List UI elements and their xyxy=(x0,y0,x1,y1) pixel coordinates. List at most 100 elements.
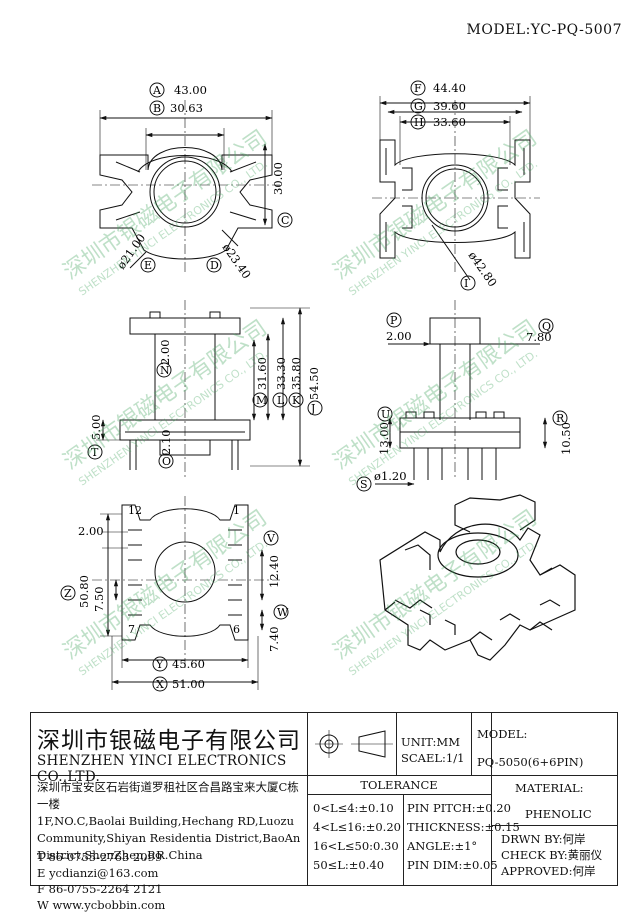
address-en-1: 1F,NO.C,Baolai Building,Hechang RD,Luozu xyxy=(37,814,294,828)
svg-text:Q: Q xyxy=(542,320,551,333)
company-name-en: SHENZHEN YINCI ELECTRONICS CO.,LTD. xyxy=(37,753,287,785)
dim-R: 10.50 xyxy=(559,422,573,455)
dim-V: 12.40 xyxy=(267,555,281,588)
top-view-right xyxy=(372,96,540,281)
dim-I: ø42.80 xyxy=(466,249,500,290)
svg-text:K: K xyxy=(292,394,301,407)
svg-text:S: S xyxy=(360,478,368,491)
contact-block: T 86-0755-2763 2099E ycdianzi@163.com F … xyxy=(37,850,166,912)
address-en-2: Community,Shiyan Residentia District,Bao… xyxy=(37,831,301,845)
address-cn: 深圳市宝安区石岩街道罗租社区合昌路宝来大厦C栋一楼 xyxy=(37,780,299,811)
dim-S: ø1.20 xyxy=(374,469,407,483)
svg-text:G: G xyxy=(414,100,423,113)
dim-X: 51.00 xyxy=(172,677,205,691)
fax: 86-0755-2264 2121 xyxy=(48,882,163,896)
dim-F: 44.40 xyxy=(433,81,466,95)
label-A: A xyxy=(152,84,162,97)
tel: 86-0755-2763 2099 xyxy=(48,850,163,864)
svg-text:Z: Z xyxy=(64,587,72,600)
svg-text:深圳市银磁电子有限公司: 深圳市银磁电子有限公司 xyxy=(329,126,542,285)
address-en-3: District,ShenZhen,P.R.China xyxy=(37,848,203,862)
label-E: E xyxy=(144,259,152,272)
svg-text:U: U xyxy=(381,408,390,421)
pin-7: 7 xyxy=(128,623,135,636)
dim-W: 7.40 xyxy=(267,626,281,652)
approved-by: APPROVED:何岸 xyxy=(501,864,596,878)
svg-text:L: L xyxy=(277,394,285,407)
bottom-view xyxy=(92,496,280,690)
material-value: PHENOLIC xyxy=(525,807,592,821)
isometric-view xyxy=(379,494,576,661)
side-view-right xyxy=(375,300,548,487)
checked-by: CHECK BY:黄丽仪 xyxy=(501,848,603,862)
svg-text:P: P xyxy=(390,314,398,327)
website: www.ycbobbin.com xyxy=(52,898,166,912)
svg-text:V: V xyxy=(266,532,276,545)
svg-text:SHENZHEN YINCI ELECTRONICS CO.: SHENZHEN YINCI ELECTRONICS CO., LTD. xyxy=(346,157,540,298)
projection-symbol xyxy=(307,713,397,775)
dim-M: 31.60 xyxy=(255,357,269,390)
svg-text:J: J xyxy=(310,402,315,415)
svg-text:深圳市银磁电子有限公司: 深圳市银磁电子有限公司 xyxy=(329,506,542,665)
material-label: MATERIAL: xyxy=(515,781,584,795)
unit: UNIT:MM xyxy=(401,735,460,749)
svg-text:F: F xyxy=(414,82,422,95)
svg-text:M: M xyxy=(256,394,267,407)
dim-L: 33.30 xyxy=(274,357,288,390)
svg-text:SHENZHEN YINCI ELECTRONICS CO.: SHENZHEN YINCI ELECTRONICS CO., LTD. xyxy=(346,537,540,678)
tolerance-left: 0<L≤4:±0.10 4<L≤16:±0.20 16<L≤50:0.30 50… xyxy=(313,801,401,872)
dim-J: 54.50 xyxy=(307,367,321,400)
dim-P: 2.00 xyxy=(386,329,412,343)
model-number-header: MODEL:YC-PQ-5007 xyxy=(466,22,622,38)
company-name-cn: 深圳市银磁电子有限公司 xyxy=(37,728,301,754)
label-B: B xyxy=(153,102,161,115)
svg-text:W: W xyxy=(277,606,289,619)
scale: SCAEL:1/1 xyxy=(401,751,465,765)
dim-Y: 45.60 xyxy=(172,657,205,671)
pin-1: 1 xyxy=(233,504,240,517)
svg-text:R: R xyxy=(556,412,565,425)
svg-text:H: H xyxy=(414,116,424,129)
pin-6: 6 xyxy=(233,623,240,636)
dim-K: 35.80 xyxy=(289,357,303,390)
tolerance-title: TOLERANCE xyxy=(307,775,491,795)
svg-text:N: N xyxy=(160,364,170,377)
dim-H: 33.60 xyxy=(433,115,466,129)
svg-text:X: X xyxy=(156,678,164,691)
technical-drawing: A 43.00 B 30.63 30.00 C E D ø21.00 ø23.4… xyxy=(59,80,576,692)
dim-A: 43.00 xyxy=(174,83,207,97)
dim-B: 30.63 xyxy=(170,101,203,115)
svg-text:Y: Y xyxy=(155,658,164,671)
dim-G: 39.60 xyxy=(433,99,466,113)
svg-text:I: I xyxy=(464,277,468,290)
svg-text:O: O xyxy=(162,455,171,468)
dim-bottom-750: 7.50 xyxy=(92,586,106,612)
email: ycdianzi@163.com xyxy=(49,866,159,880)
dim-Q: 7.80 xyxy=(526,330,552,344)
svg-text:SHENZHEN YINCI ELECTRONICS CO.: SHENZHEN YINCI ELECTRONICS CO., LTD. xyxy=(76,347,270,488)
model-value: PQ-5050(6+6PIN) xyxy=(477,755,584,769)
dim-T: 5.00 xyxy=(89,414,103,440)
address-block: 深圳市宝安区石岩街道罗租社区合昌路宝来大厦C栋一楼 1F,NO.C,Baolai… xyxy=(37,779,305,864)
label-C: C xyxy=(281,214,289,227)
dim-N: 2.00 xyxy=(158,339,172,365)
approval-block: DRWN BY:何岸 CHECK BY:黄丽仪 APPROVED:何岸 xyxy=(501,831,602,879)
svg-text:T: T xyxy=(91,446,99,459)
dim-Z: 50.80 xyxy=(77,575,91,608)
side-view-left xyxy=(96,300,310,478)
tolerance-right: PIN PITCH:±0.20 THICKNESS:±0.15 ANGLE:±1… xyxy=(407,801,520,872)
side-view-left-labels: 54.50 J 35.80 K 33.30 L 31.60 M 2.00 N 2… xyxy=(87,339,323,469)
bottom-view-labels: 12 7 1 6 2.00 7.50 50.80 Z V 12.40 W 7.4… xyxy=(60,504,289,692)
pin-12: 12 xyxy=(128,504,142,517)
label-D: D xyxy=(210,259,219,272)
side-view-right-labels: P 2.00 Q 7.80 R 10.50 U 13.00 S ø1.20 xyxy=(356,312,573,492)
dim-D: ø23.40 xyxy=(220,241,254,282)
drawn-by: DRWN BY:何岸 xyxy=(501,832,586,846)
dim-C: 30.00 xyxy=(271,162,285,195)
dim-U: 13.00 xyxy=(377,422,391,455)
svg-text:深圳市银磁电子有限公司: 深圳市银磁电子有限公司 xyxy=(329,316,542,475)
dim-O: 2.10 xyxy=(159,429,173,455)
dim-bottom-200: 2.00 xyxy=(78,524,104,538)
model-label: MODEL: xyxy=(477,727,528,741)
